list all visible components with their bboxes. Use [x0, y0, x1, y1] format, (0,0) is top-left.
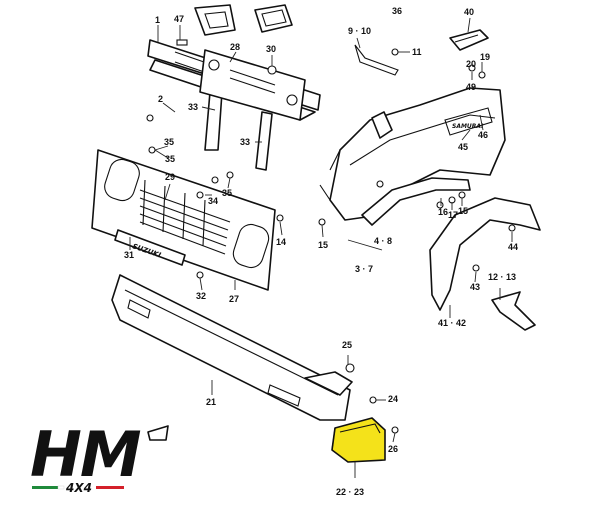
callout-11: 11: [412, 47, 422, 57]
logo-sub: 4X4: [65, 481, 92, 495]
callout-27: 27: [229, 294, 239, 304]
front-bumper: [111, 274, 353, 421]
callout-33b: 33: [240, 137, 250, 147]
bracket-47: [176, 4, 236, 46]
callout-28: 28: [230, 42, 240, 52]
callout-29: 29: [165, 172, 175, 182]
callout-9-10: 9 · 10: [348, 26, 371, 36]
bracket-40: [449, 29, 489, 51]
callout-44: 44: [508, 242, 518, 252]
callout-12-13: 12 · 13: [488, 272, 516, 282]
callout-40: 40: [464, 7, 474, 17]
callout-35c: 35: [222, 188, 232, 198]
callout-1: 1: [155, 15, 160, 25]
callout-17: 17: [448, 210, 458, 220]
callout-19: 19: [480, 52, 490, 62]
logo-stripe-red: [96, 486, 124, 489]
callout-26: 26: [388, 444, 398, 454]
callout-15: 15: [318, 240, 328, 250]
bracket-36: [254, 4, 293, 33]
callout-22-23: 22 · 23: [336, 487, 364, 497]
callout-25: 25: [342, 340, 352, 350]
bumper-end-cap-highlighted: [331, 417, 386, 463]
callout-32: 32: [196, 291, 206, 301]
hood-stay-9-10: [354, 44, 399, 76]
callout-31: 31: [124, 250, 134, 260]
callout-14: 14: [276, 237, 286, 247]
callout-labels: 1 47 36 40 9 · 10 11 19 20 49 28 30 2 33…: [124, 6, 518, 497]
callout-47: 47: [174, 14, 184, 24]
callout-49: 49: [466, 82, 476, 92]
callout-24: 24: [388, 394, 398, 404]
callout-33a: 33: [188, 102, 198, 112]
callout-2: 2: [158, 94, 163, 104]
callout-45: 45: [458, 142, 468, 152]
callout-46: 46: [478, 130, 488, 140]
callout-43: 43: [470, 282, 480, 292]
logo-stripe-green: [32, 486, 58, 489]
callout-21: 21: [206, 397, 216, 407]
callout-30: 30: [266, 44, 276, 54]
front-fender: SAMURAI: [319, 87, 506, 221]
arrow-marker: [147, 425, 169, 441]
hm-4x4-logo: HM 4X4: [30, 418, 143, 495]
front-grille: [91, 149, 276, 291]
callout-34: 34: [208, 196, 218, 206]
callout-16: 16: [438, 207, 448, 217]
svg-text:SAMURAI: SAMURAI: [452, 123, 484, 130]
fender-liner: [429, 197, 541, 311]
logo-letters: HM: [30, 418, 141, 491]
leader-lines: [129, 17, 513, 478]
callout-36: 36: [392, 6, 402, 16]
callout-20: 20: [466, 59, 476, 69]
mud-flap: [491, 291, 536, 331]
badge-31: SUZUKI: [114, 229, 186, 266]
fender-flare: [361, 177, 471, 226]
callout-15b: 15: [458, 206, 468, 216]
callout-35a: 35: [164, 137, 174, 147]
callout-4-8: 4 · 8: [374, 236, 392, 246]
logo-stripe-white: [57, 485, 65, 490]
callout-3-7: 3 · 7: [355, 264, 373, 274]
callout-35b: 35: [165, 154, 175, 164]
callout-41-42: 41 · 42: [438, 318, 466, 328]
